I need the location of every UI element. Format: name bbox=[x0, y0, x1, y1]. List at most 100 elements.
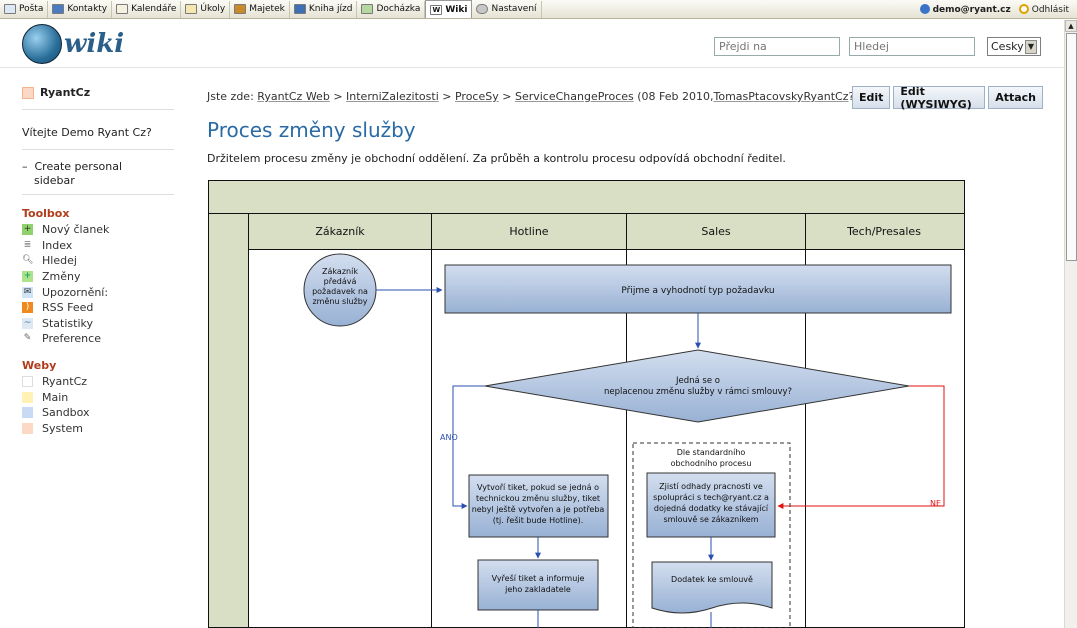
index-icon: ≣ bbox=[23, 239, 32, 250]
task-create-ticket bbox=[468, 474, 609, 538]
calendar-icon bbox=[116, 4, 129, 14]
settings-icon bbox=[476, 4, 489, 14]
start-text: požadavek na bbox=[312, 287, 368, 296]
pool-side bbox=[208, 213, 249, 628]
logout-link[interactable]: Odhlásit bbox=[1018, 4, 1069, 15]
tab-majetek[interactable]: Majetek bbox=[230, 0, 290, 18]
scroll-up-icon[interactable]: ▲ bbox=[1065, 20, 1077, 32]
tab-nastaveni[interactable]: Nastavení bbox=[472, 0, 542, 18]
search-input[interactable] bbox=[849, 37, 975, 56]
task-resolve-ticket bbox=[477, 559, 599, 611]
task-text: nebyl ještě vytvořen a je potřeba bbox=[472, 504, 605, 514]
changes-icon: + bbox=[22, 271, 33, 283]
tab-ukoly[interactable]: Úkoly bbox=[181, 0, 231, 18]
yes-label: ANO bbox=[440, 433, 458, 442]
tasks-icon bbox=[185, 4, 198, 14]
tab-posta[interactable]: Pošta bbox=[0, 0, 49, 18]
sidebar-item-index[interactable]: ≣Index bbox=[23, 238, 73, 252]
start-text: předává bbox=[324, 277, 357, 286]
lane-label: Hotline bbox=[509, 225, 548, 238]
welcome-link[interactable]: Vítejte Demo Ryant Cz? bbox=[22, 126, 152, 139]
task-text: spolupráci s tech@ryant.cz a bbox=[653, 493, 769, 502]
task-text: dojedná dodatky ke stávající bbox=[654, 504, 769, 513]
sidebar-item-preferences[interactable]: ✎Preference bbox=[23, 332, 101, 346]
breadcrumb-item[interactable]: RyantCz Web bbox=[257, 90, 330, 103]
group-label: Dle standardního bbox=[677, 448, 746, 457]
sidebar-item-stats[interactable]: ~Statistiky bbox=[22, 316, 93, 330]
create-personal-sidebar-link[interactable]: – Create personal sidebar bbox=[22, 160, 123, 187]
sidebar-item-search[interactable]: 🔍︎Hledej bbox=[22, 254, 77, 268]
tab-kalendare[interactable]: Kalendáře bbox=[112, 0, 182, 18]
group-label: obchodního procesu bbox=[671, 459, 752, 468]
tab-kniha-jizd[interactable]: Kniha jízd bbox=[290, 0, 358, 18]
web-color-icon bbox=[22, 407, 33, 419]
divider bbox=[22, 109, 174, 110]
tab-kontakty[interactable]: Kontakty bbox=[48, 0, 113, 18]
pool-header bbox=[208, 180, 965, 214]
page-scrollbar[interactable]: ▲ bbox=[1064, 20, 1077, 628]
scroll-thumb[interactable] bbox=[1066, 33, 1077, 261]
toolbox-title: Toolbox bbox=[22, 207, 70, 220]
sidebar-item-rss[interactable]: )RSS Feed bbox=[22, 300, 174, 316]
user-area: demo@ryant.cz Odhlásit bbox=[919, 0, 1069, 19]
rss-icon: ) bbox=[22, 302, 33, 314]
decision-text: neplacenou změnu služby v rámci smlouvy? bbox=[604, 387, 792, 397]
document-contract-amendment bbox=[651, 561, 773, 614]
language-select[interactable]: Cesky ▼ bbox=[987, 37, 1041, 56]
lane-label: Tech/Presales bbox=[846, 225, 921, 238]
assets-icon bbox=[234, 4, 247, 14]
notify-icon: ✉ bbox=[22, 286, 33, 298]
page-actions: Edit Edit (WYSIWYG) Attach bbox=[852, 85, 1043, 111]
task-text: Vytvoří tiket, pokud se jedná o bbox=[477, 483, 599, 492]
logbook-icon bbox=[293, 4, 306, 14]
lane-header-row bbox=[248, 213, 965, 250]
edit-wysiwyg-button[interactable]: Edit (WYSIWYG) bbox=[893, 85, 986, 111]
lane-label: Zákazník bbox=[315, 225, 365, 238]
edit-button[interactable]: Edit bbox=[852, 86, 891, 109]
web-color-icon bbox=[22, 86, 34, 99]
user-link[interactable]: demo@ryant.cz bbox=[919, 4, 1011, 15]
tab-dochazka[interactable]: Docházka bbox=[357, 0, 426, 18]
breadcrumb-item[interactable]: ServiceChangeProces bbox=[514, 90, 634, 103]
sidebar-web-main[interactable]: Main bbox=[22, 389, 174, 405]
task-text: jeho zakladatele bbox=[504, 585, 571, 594]
sidebar-item-changes[interactable]: +Změny bbox=[22, 270, 81, 284]
process-diagram: Zákazník Hotline Sales Tech/Presales Zák… bbox=[208, 180, 965, 628]
new-article-icon: + bbox=[22, 224, 33, 236]
sidebar-item-notify[interactable]: ✉Upozornění: bbox=[22, 285, 109, 299]
wiki-logo[interactable]: wiki bbox=[22, 24, 124, 64]
sidebar-item-new-article[interactable]: +Nový članek bbox=[22, 223, 110, 237]
divider bbox=[22, 149, 174, 150]
globe-icon bbox=[22, 24, 62, 64]
breadcrumb-item[interactable]: ProceSy bbox=[454, 90, 499, 103]
wiki-icon: W bbox=[430, 4, 443, 15]
sidebar-web-system[interactable]: System bbox=[22, 421, 174, 437]
divider bbox=[22, 194, 174, 195]
task-text: Zjistí odhady pracnosti ve bbox=[659, 482, 763, 491]
mail-icon bbox=[4, 4, 16, 14]
user-icon bbox=[919, 4, 930, 14]
no-arrow bbox=[777, 385, 945, 509]
search-icon: 🔍︎ bbox=[22, 255, 34, 266]
attach-button[interactable]: Attach bbox=[988, 86, 1043, 109]
author-link[interactable]: TomasPtacovskyRyantCz bbox=[713, 90, 849, 103]
task-text: (tj. řešit bude Hotline). bbox=[493, 515, 584, 525]
no-label: NE bbox=[930, 499, 941, 508]
web-color-icon bbox=[22, 376, 33, 388]
app-toolbar: Pošta Kontakty Kalendáře Úkoly Majetek K… bbox=[0, 0, 1077, 19]
sidebar-home-link[interactable]: RyantCz bbox=[22, 86, 174, 99]
sidebar-web-sandbox[interactable]: Sandbox bbox=[22, 405, 174, 421]
start-text: změnu služby bbox=[312, 297, 367, 306]
document-text: Dodatek ke smlouvě bbox=[671, 575, 753, 584]
breadcrumb-item[interactable]: InterniZalezitosti bbox=[346, 90, 439, 103]
task-text: smlouvě se zákazníkem bbox=[663, 515, 758, 524]
lane-label: Sales bbox=[701, 225, 731, 238]
task-evaluate-request bbox=[444, 264, 952, 314]
left-sidebar: RyantCz Vítejte Demo Ryant Cz? – Create … bbox=[22, 86, 174, 436]
page-description: Držitelem procesu změny je obchodní oddě… bbox=[207, 152, 786, 165]
power-icon bbox=[1018, 4, 1029, 14]
page-title: Proces změny služby bbox=[207, 118, 416, 142]
goto-input[interactable] bbox=[714, 37, 840, 56]
sidebar-web-ryantcz[interactable]: RyantCz bbox=[22, 374, 174, 390]
